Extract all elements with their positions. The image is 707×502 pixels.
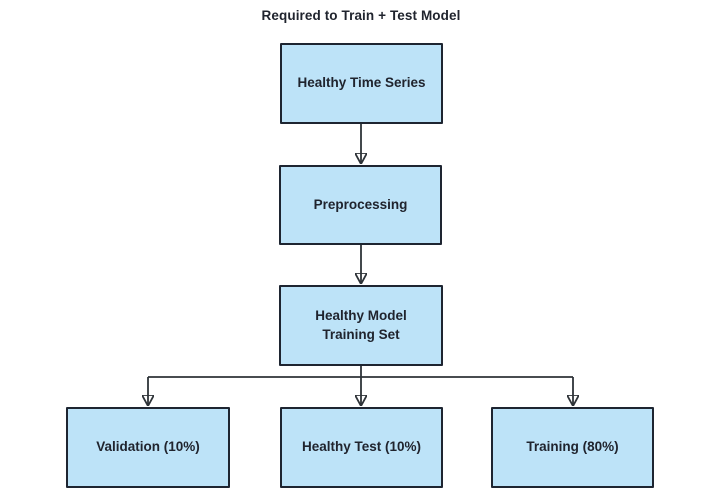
node-validation: Validation (10%) <box>66 407 230 488</box>
node-label: Healthy Model Training Set <box>315 308 407 342</box>
node-training: Training (80%) <box>491 407 654 488</box>
node-preprocessing: Preprocessing <box>279 165 442 245</box>
node-label: Healthy Time Series <box>297 75 426 91</box>
node-healthy-test: Healthy Test (10%) <box>280 407 443 488</box>
node-label: Healthy Test (10%) <box>301 439 422 455</box>
node-label: Training (80%) <box>526 439 619 455</box>
branch-line <box>148 366 573 378</box>
node-healthy-model-training-set: Healthy Model Training Set <box>279 285 443 366</box>
node-label: Validation (10%) <box>96 439 200 455</box>
node-label: Preprocessing <box>313 196 408 212</box>
node-healthy-time-series: Healthy Time Series <box>280 43 443 124</box>
diagram-title: Required to Train + Test Model <box>261 8 461 23</box>
